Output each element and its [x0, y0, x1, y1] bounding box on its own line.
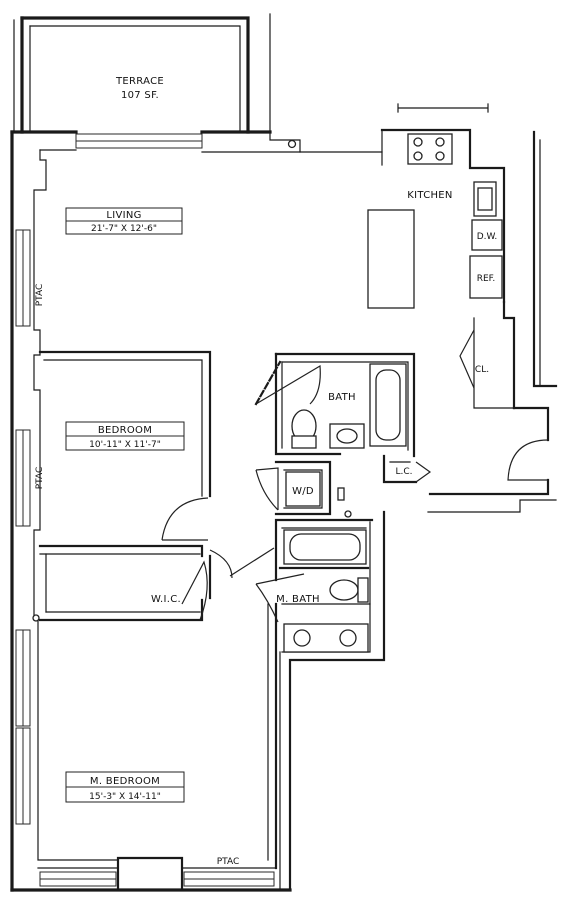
- ptac-living: PTAC: [35, 284, 45, 307]
- master-bedroom-size: 15'-3" X 14'-11": [89, 792, 161, 802]
- living-name: LIVING: [106, 210, 141, 221]
- refrigerator-name: REF.: [477, 274, 496, 284]
- windows: [15, 133, 275, 887]
- bedroom-size: 10'-11" X 11'-7": [89, 440, 161, 450]
- dishwasher-box: [471, 219, 503, 251]
- refrigerator-box: [469, 255, 503, 299]
- master-toilet: [329, 579, 359, 601]
- master-bedroom-name: M. BEDROOM: [90, 776, 160, 787]
- dishwasher-name: D.W.: [477, 232, 498, 242]
- linen-closet-name: L.C.: [395, 467, 412, 477]
- doors: [161, 329, 549, 623]
- washer-dryer-box: [285, 471, 321, 507]
- living-size: 21'-7" X 12'-6": [91, 224, 157, 234]
- interior-walls: [38, 350, 418, 870]
- kitchen-name: KITCHEN: [407, 190, 452, 201]
- fixtures: [32, 103, 503, 653]
- range-stove: [407, 133, 453, 165]
- terrace-area: 107 SF.: [121, 90, 159, 101]
- terrace-name: TERRACE: [115, 76, 164, 87]
- master-bath-name: M. BATH: [276, 594, 320, 605]
- kitchen-island: [367, 209, 415, 309]
- closet-name: CL.: [475, 365, 489, 375]
- bath-name: BATH: [328, 392, 356, 403]
- ptac-master-bedroom: PTAC: [217, 857, 240, 867]
- walk-in-closet-name: W.I.C.: [151, 594, 181, 605]
- exterior-walls: [10, 13, 558, 892]
- washer-dryer-name: W/D: [292, 486, 314, 497]
- room-labels: TERRACE 107 SF. LIVING 21'-7" X 12'-6" K…: [35, 76, 497, 867]
- ptac-bedroom: PTAC: [35, 467, 45, 490]
- bedroom-name: BEDROOM: [98, 425, 152, 436]
